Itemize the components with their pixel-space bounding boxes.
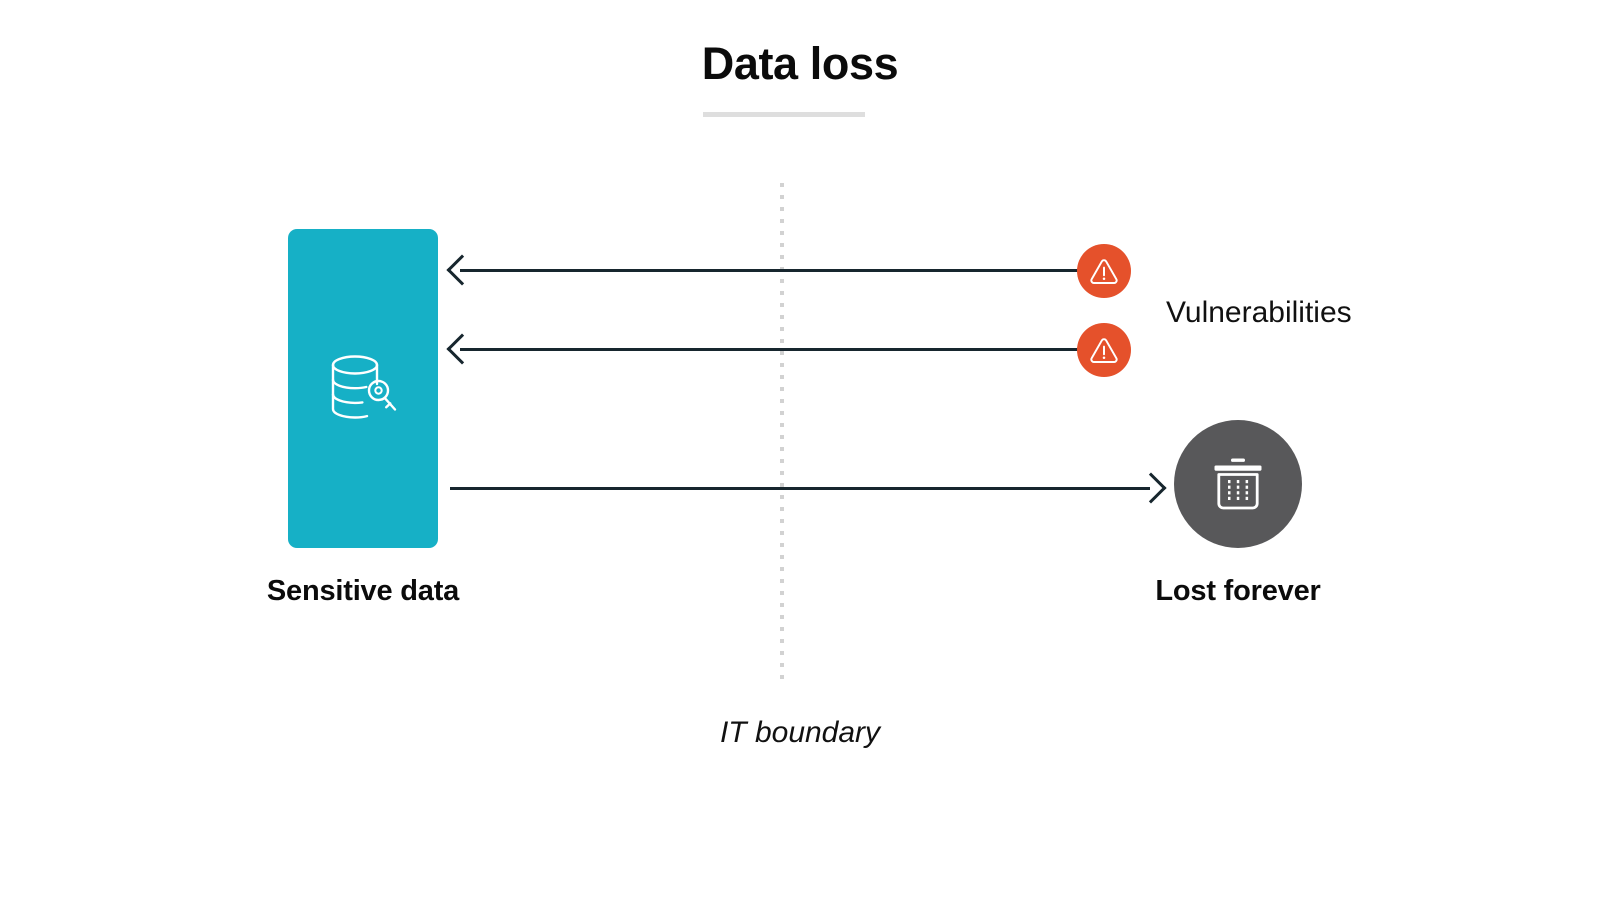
warning-triangle-icon (1090, 338, 1118, 363)
sensitive-data-label: Sensitive data (266, 575, 460, 607)
vulnerability-node-2[interactable] (1077, 323, 1131, 377)
database-key-icon (331, 354, 397, 419)
warning-triangle-icon (1090, 259, 1118, 284)
lost-forever-node[interactable] (1174, 420, 1302, 548)
trash-can-icon (1214, 458, 1262, 510)
lost-forever-label: Lost forever (1155, 575, 1321, 607)
arrow-vulnerability-inbound-2-head-icon (446, 333, 478, 365)
vulnerabilities-label: Vulnerabilities (1166, 296, 1352, 329)
sensitive-data-node[interactable] (288, 229, 438, 548)
vulnerability-node-1[interactable] (1077, 244, 1131, 298)
arrow-data-lost-outbound-line (450, 487, 1150, 490)
title-underline (703, 112, 865, 117)
it-boundary-dotted-line-icon (780, 183, 784, 687)
arrow-data-lost-outbound-head-icon (1135, 472, 1167, 504)
arrow-vulnerability-inbound-1-head-icon (446, 254, 478, 286)
it-boundary-label: IT boundary (719, 716, 881, 749)
arrow-vulnerability-inbound-2-line (460, 348, 1078, 351)
page-title: Data loss (701, 38, 899, 89)
arrow-vulnerability-inbound-1-line (460, 269, 1078, 272)
